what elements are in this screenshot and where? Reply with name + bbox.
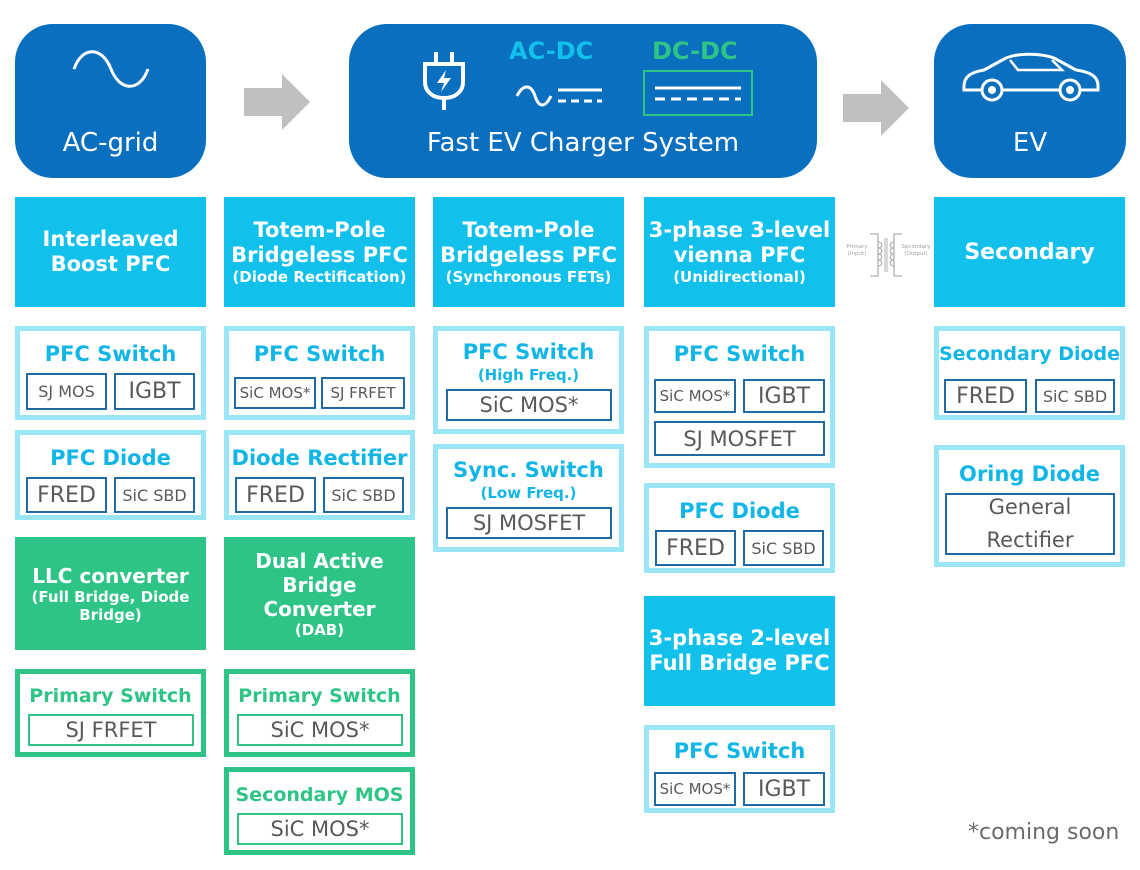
card-title: Primary Switch bbox=[238, 685, 401, 707]
ac-grid-block: AC-grid bbox=[15, 24, 206, 178]
llc-converter-header: LLC converter (Full Bridge, Diode Bridge… bbox=[15, 537, 206, 650]
component-chip: SJ MOSFET bbox=[446, 507, 612, 539]
coming-soon-note: *coming soon bbox=[968, 820, 1120, 845]
component-chip: FRED bbox=[26, 477, 107, 513]
component-chip: General Rectifier bbox=[945, 493, 1115, 555]
pfc-diode-card: PFC Diode FRED SiC SBD bbox=[15, 430, 206, 520]
component-chip: SiC SBD bbox=[323, 477, 404, 513]
card-title: PFC Switch bbox=[44, 342, 177, 366]
ev-plug-icon bbox=[423, 52, 465, 110]
card-title: Secondary MOS bbox=[235, 784, 404, 806]
card-title: Diode Rectifier bbox=[231, 446, 408, 470]
primary-switch-card: Primary Switch SiC MOS* bbox=[224, 669, 415, 757]
transformer-secondary-label: Secondary (Output) bbox=[901, 244, 931, 257]
header-title: Interleaved Boost PFC bbox=[42, 227, 179, 276]
ac-dc-symbol-icon bbox=[515, 85, 602, 107]
component-chip: SJ MOSFET bbox=[654, 421, 825, 456]
component-chip: SiC MOS* bbox=[237, 714, 403, 746]
card-subtitle: (High Freq.) bbox=[477, 366, 580, 384]
interleaved-boost-pfc-header: Interleaved Boost PFC bbox=[15, 197, 206, 307]
header-title: Totem-Pole Bridgeless PFC bbox=[440, 217, 617, 267]
pfc-diode-card: PFC Diode FRED SiC SBD bbox=[644, 483, 835, 573]
primary-switch-card: Primary Switch SJ FRFET bbox=[15, 669, 206, 757]
full-bridge-pfc-header: 3-phase 2-level Full Bridge PFC bbox=[644, 596, 835, 706]
component-chip: SiC MOS* bbox=[237, 813, 403, 845]
secondary-header: Secondary bbox=[934, 197, 1125, 307]
component-chip: FRED bbox=[655, 530, 736, 566]
header-title: 3-phase 3-level vienna PFC bbox=[648, 217, 831, 267]
ev-block: EV bbox=[934, 24, 1126, 178]
transformer-icon bbox=[870, 233, 902, 277]
header-subtitle: (Full Bridge, Diode Bridge) bbox=[31, 587, 190, 624]
ev-label: EV bbox=[1012, 128, 1048, 158]
card-subtitle: (Low Freq.) bbox=[480, 484, 577, 502]
arrow-icon bbox=[843, 80, 909, 136]
component-chip: FRED bbox=[235, 477, 316, 513]
component-chip: SiC MOS* bbox=[654, 772, 736, 806]
charger-system-block: AC-DC DC-DC Fast EV Charger System bbox=[349, 24, 817, 178]
dc-dc-symbol-icon bbox=[655, 86, 741, 101]
card-title: Sync. Switch bbox=[453, 458, 604, 482]
acdc-label: AC-DC bbox=[509, 37, 594, 65]
component-chip: SiC MOS* bbox=[234, 377, 316, 409]
component-chip: SiC SBD bbox=[114, 477, 195, 513]
component-chip: SiC SBD bbox=[1035, 379, 1115, 413]
diode-rectifier-card: Diode Rectifier FRED SiC SBD bbox=[224, 430, 415, 520]
component-chip: FRED bbox=[944, 379, 1027, 413]
component-chip: SiC SBD bbox=[743, 530, 824, 566]
header-subtitle: (Synchronous FETs) bbox=[445, 267, 612, 286]
vienna-pfc-header: 3-phase 3-level vienna PFC (Unidirection… bbox=[644, 197, 835, 307]
oring-diode-card: Oring Diode General Rectifier bbox=[934, 445, 1125, 567]
header-title: LLC converter bbox=[32, 563, 189, 588]
dcdc-label: DC-DC bbox=[652, 37, 738, 65]
component-chip: IGBT bbox=[114, 373, 195, 410]
header-title: Dual Active Bridge Converter bbox=[255, 548, 384, 621]
totem-pole-sync-header: Totem-Pole Bridgeless PFC (Synchronous F… bbox=[433, 197, 624, 307]
card-title: PFC Switch bbox=[673, 739, 806, 763]
pfc-switch-card: PFC Switch SiC MOS* IGBT SJ MOSFET bbox=[644, 326, 835, 468]
component-chip: SiC MOS* bbox=[654, 379, 736, 413]
component-chip: SJ MOS bbox=[26, 373, 107, 410]
charger-system-label: Fast EV Charger System bbox=[426, 128, 740, 158]
totem-pole-diode-header: Totem-Pole Bridgeless PFC (Diode Rectifi… bbox=[224, 197, 415, 307]
header-title: Totem-Pole Bridgeless PFC bbox=[231, 217, 408, 267]
component-chip: SJ FRFET bbox=[321, 377, 405, 409]
card-title: PFC Switch bbox=[462, 340, 595, 364]
card-title: Secondary Diode bbox=[939, 343, 1121, 365]
pfc-switch-card: PFC Switch SiC MOS* SJ FRFET bbox=[224, 326, 415, 420]
dc-dc-symbol-box bbox=[643, 70, 753, 116]
header-subtitle: (Diode Rectification) bbox=[232, 267, 407, 286]
dab-converter-header: Dual Active Bridge Converter (DAB) bbox=[224, 537, 415, 650]
card-title: PFC Switch bbox=[673, 342, 806, 366]
card-title: Oring Diode bbox=[958, 462, 1101, 486]
card-title: PFC Diode bbox=[679, 499, 800, 523]
header-subtitle: (Unidirectional) bbox=[673, 267, 806, 286]
car-icon bbox=[962, 52, 1100, 102]
card-title: PFC Switch bbox=[253, 342, 386, 366]
card-title: PFC Diode bbox=[50, 446, 171, 470]
transformer-primary-label: Primary (Input) bbox=[846, 244, 868, 257]
ac-grid-label: AC-grid bbox=[62, 128, 159, 158]
pfc-switch-card: PFC Switch SJ MOS IGBT bbox=[15, 326, 206, 420]
pfc-switch-card: PFC Switch (High Freq.) SiC MOS* bbox=[433, 326, 624, 434]
card-title: Primary Switch bbox=[29, 685, 192, 707]
component-chip: IGBT bbox=[743, 772, 825, 806]
sync-switch-card: Sync. Switch (Low Freq.) SJ MOSFET bbox=[433, 444, 624, 552]
sine-wave-icon bbox=[72, 50, 150, 88]
header-title: Secondary bbox=[964, 239, 1095, 265]
component-chip: SiC MOS* bbox=[446, 389, 612, 421]
transformer-symbol: Primary (Input) Secondary (Output) bbox=[842, 222, 931, 288]
arrow-icon bbox=[244, 74, 310, 130]
header-subtitle: (DAB) bbox=[294, 620, 345, 639]
pfc-switch-card: PFC Switch SiC MOS* IGBT bbox=[644, 725, 835, 813]
header-title: 3-phase 2-level Full Bridge PFC bbox=[648, 626, 831, 675]
secondary-mos-card: Secondary MOS SiC MOS* bbox=[224, 767, 415, 855]
secondary-diode-card: Secondary Diode FRED SiC SBD bbox=[934, 326, 1125, 420]
component-chip: IGBT bbox=[743, 379, 825, 413]
component-chip: SJ FRFET bbox=[28, 714, 194, 746]
